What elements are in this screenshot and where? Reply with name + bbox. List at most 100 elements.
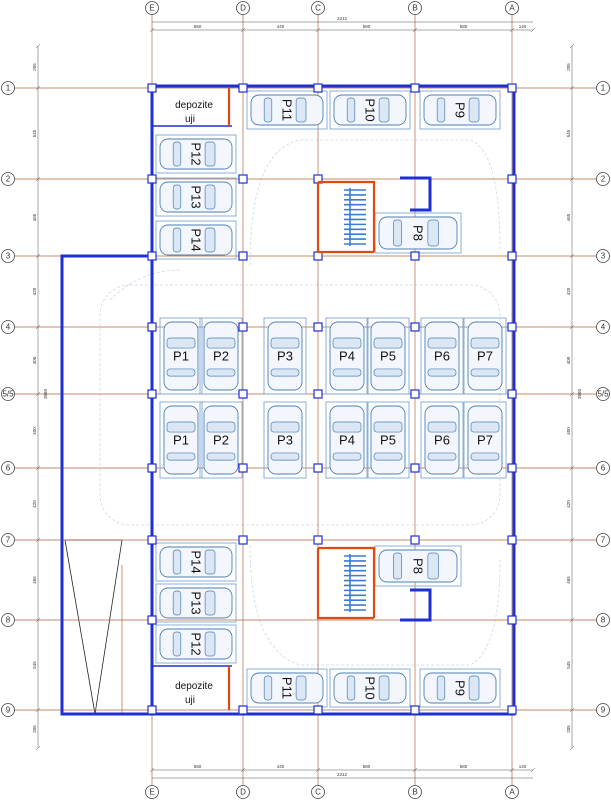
grid-label-row-7: 7: [6, 536, 11, 545]
parking-bay-upper-P6-rear-window: [427, 368, 457, 377]
grid-label-row-2: 2: [6, 175, 11, 184]
dim-tick: [569, 537, 575, 543]
structural-column: [313, 463, 323, 473]
dim-value-vertical: 420: [566, 500, 571, 508]
parking-bay-bottom-P9-bay: [419, 668, 501, 708]
parking-bay-lower-P1: P1: [159, 401, 203, 479]
dim-value-vertical: 205: [32, 63, 37, 71]
dim-tick: [412, 27, 418, 33]
dim-tick: [315, 767, 321, 773]
structural-column: [147, 322, 157, 332]
structural-column: [147, 535, 157, 545]
dim-value-vertical-total: 3860: [43, 388, 48, 399]
parking-bay-top-P10-windshield: [378, 97, 390, 123]
dim-tick: [569, 324, 575, 330]
grid-bubble-row-2: [596, 172, 610, 186]
structural-column: [238, 174, 248, 184]
structural-column: [507, 535, 517, 545]
parking-bay-upper-P1-label: P1: [173, 349, 189, 364]
parking-bay-top-P8-label: P8: [411, 225, 426, 241]
dim-value-vertical-total: 3860: [577, 388, 582, 399]
dim-value-vertical: 465: [32, 213, 37, 221]
parking-bay-bottom-P8-label: P8: [411, 558, 426, 574]
grid-bubble-row-6: [596, 461, 610, 475]
grid-label-col-C: C: [315, 4, 321, 13]
grid-label-col-C: C: [315, 788, 321, 797]
structural-walls: [60, 83, 517, 716]
parking-bay-bottom-P11-rear-window: [263, 675, 273, 701]
dim-tick: [35, 324, 41, 330]
dim-tick: [509, 767, 515, 773]
parking-bay-top-P10-bay: [329, 90, 411, 130]
dim-value-horizontal: 580: [460, 764, 468, 769]
parking-bay-top-P8-rear-window: [393, 219, 402, 247]
grid-bubble-row-8: [596, 613, 610, 627]
parking-bay-top-P9-windshield: [468, 97, 480, 123]
parking-bay-lower-P7-bay: [463, 401, 507, 479]
structural-column: [313, 535, 323, 545]
parking-bay-left-top-P12-windshield: [204, 141, 216, 167]
dim-tick: [240, 27, 246, 33]
parking-bay-left-bottom-P14-bay: [155, 542, 237, 582]
grid-label-row-7: 7: [601, 536, 606, 545]
grid-label-col-B: B: [412, 788, 417, 797]
dim-value-vertical: 420: [32, 500, 37, 508]
dim-value-vertical: 545: [32, 661, 37, 669]
structural-column: [410, 251, 420, 261]
grid-bubble-row-3: [1, 249, 15, 263]
parking-bay-bottom-P9-rear-window: [436, 675, 446, 701]
parking-bay-lower-P1-label: P1: [173, 433, 189, 448]
parking-bay-top-P11-label: P11: [280, 99, 295, 121]
storage-label-bottom-2: uji: [185, 695, 195, 706]
stairwell-bottom-outline-2: [316, 548, 374, 620]
parking-bay-left-top-P13-rear-window: [172, 184, 182, 210]
dim-tick: [569, 617, 575, 623]
parking-bay-lower-P3-windshield: [270, 421, 300, 433]
dim-value-vertical: 400: [566, 427, 571, 435]
parking-bay-upper-P4-windshield: [332, 337, 362, 349]
dim-value-vertical: 545: [32, 129, 37, 137]
parking-bay-lower-P3-rear-window: [270, 452, 300, 461]
parking-bay-lower-P7-windshield: [470, 421, 500, 433]
structural-column: [313, 251, 323, 261]
parking-bay-top-P11-rear-window: [263, 97, 273, 123]
parking-bay-left-bottom-P13-label: P13: [189, 591, 204, 614]
dim-tick: [315, 27, 321, 33]
parking-bay-top-P8-windshield: [427, 219, 439, 247]
parking-bay-top-P8: P8: [374, 212, 462, 254]
parking-bay-lower-P4-label: P4: [339, 433, 355, 448]
dim-value-vertical: 420: [566, 287, 571, 295]
parking-bay-upper-P1-bay: [159, 317, 203, 395]
parking-bay-lower-P7: P7: [463, 401, 507, 479]
grid-label-row-8: 8: [6, 616, 11, 625]
grid-bubble-row-4: [1, 320, 15, 334]
grid-label-col-A: A: [509, 788, 515, 797]
structural-column: [238, 389, 248, 399]
structural-column: [147, 463, 157, 473]
parking-bay-upper-P5-windshield: [373, 337, 403, 349]
parking-bay-upper-P2: P2: [199, 317, 243, 395]
dim-value-vertical: 465: [32, 576, 37, 584]
dim-tick: [569, 253, 575, 259]
dim-tick: [35, 707, 41, 713]
dim-value-vertical: 465: [566, 213, 571, 221]
dim-value-vertical: 545: [566, 129, 571, 137]
dim-value-total: 2212: [337, 772, 348, 777]
parking-bay-upper-P1: P1: [159, 317, 203, 395]
parking-bay-upper-P3-windshield: [270, 337, 300, 349]
parking-bay-left-top-P13-label: P13: [189, 185, 204, 208]
storage-label-top-1: depozite: [175, 100, 213, 111]
grid-bubble-col-A: [505, 785, 519, 799]
parking-bay-left-bottom-P13: P13: [155, 583, 237, 623]
parking-bay-upper-P3: P3: [263, 317, 307, 395]
dim-value-vertical: 205: [566, 63, 571, 71]
dim-tick: [509, 27, 515, 33]
dim-value-vertical: 400: [566, 356, 571, 364]
parking-bay-upper-P1-windshield: [166, 337, 196, 349]
outer-wall: [150, 84, 516, 716]
dim-value-vertical: 205: [32, 725, 37, 733]
parking-bay-bottom-P8-rear-window: [393, 552, 402, 580]
parking-bay-left-top-P12-bay: [155, 134, 237, 174]
grid-bubble-row-8: [1, 613, 15, 627]
